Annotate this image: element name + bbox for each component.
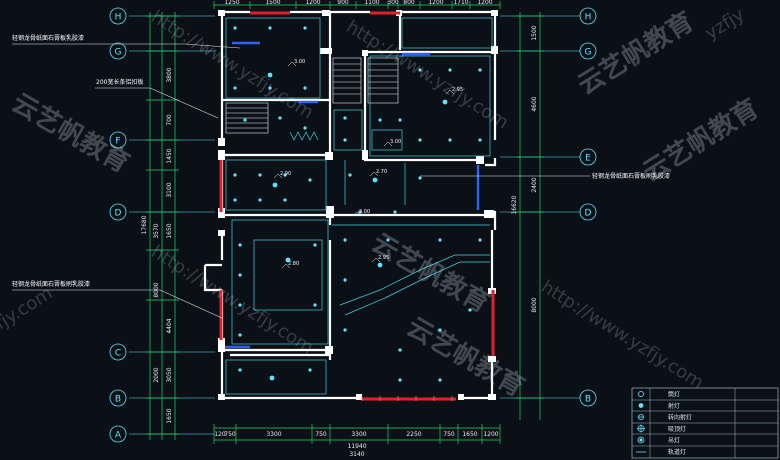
left-dim-4: 3100	[166, 182, 173, 197]
left-dim-10: 3050	[166, 367, 173, 382]
left-dim-8: 4404	[166, 318, 173, 333]
legend-icons	[636, 390, 646, 453]
bottom-total-2: 3140	[349, 451, 364, 458]
window-mullions	[361, 396, 453, 401]
right-dim-1: 1500	[531, 25, 538, 40]
leader-lines	[12, 43, 590, 319]
top-dim-3: 1200	[305, 0, 320, 6]
left-dim-3: 1450	[166, 148, 173, 163]
legend-label-1: 筒灯	[668, 391, 680, 399]
left-dim-9: 2000	[153, 367, 160, 382]
level-label-1: 3.00	[294, 59, 305, 65]
watermark-brand-2: 云艺帆教育	[7, 87, 135, 179]
top-dim-5: 1100	[364, 0, 379, 6]
level-label-2: 2.95	[452, 87, 463, 93]
level-label-7: 2.95	[378, 255, 389, 261]
legend-label-2: 射灯	[668, 402, 680, 410]
left-dim-7: 8000	[153, 282, 160, 297]
bottom-dim-7: 750	[443, 431, 455, 438]
grid-axis-right-b: B	[585, 395, 591, 405]
top-dim-6: 300	[387, 0, 399, 6]
grid-axis-right-h: H	[585, 13, 592, 23]
grid-axis-left-c: C	[115, 349, 121, 359]
level-label-5: 3.00	[359, 209, 370, 215]
note-gypsum-top: 轻钢龙骨纸面石膏板乳胶漆	[12, 34, 84, 42]
left-dim-11: 1650	[166, 408, 173, 423]
level-label-6: 2.80	[288, 261, 299, 267]
level-label-4: 2.70	[376, 169, 387, 175]
top-dim-7: 800	[403, 0, 415, 6]
watermark-url-1: http://www.yzfjy.com	[147, 6, 317, 123]
top-dim-1: 1250	[224, 0, 239, 6]
bottom-dim-3: 3300	[266, 431, 281, 438]
ceiling-lamp-icon	[637, 424, 645, 433]
bottom-dim-5: 3300	[351, 431, 366, 438]
right-dim-3: 2400	[531, 177, 538, 192]
legend-table	[631, 387, 779, 459]
legend-label-6: 轨道灯	[668, 448, 686, 456]
bottom-dim-6: 2250	[406, 431, 421, 438]
right-total: 16620	[511, 195, 518, 214]
note-gypsum-right: 轻钢龙骨纸面石膏板刷乳胶漆	[592, 172, 670, 180]
downlight-icon	[638, 390, 645, 397]
doors	[225, 41, 480, 349]
bottom-dim-4: 750	[315, 431, 327, 438]
light-fixtures	[233, 26, 482, 382]
watermark-brand-4: 云艺帆教育	[402, 311, 530, 403]
level-markers	[273, 61, 455, 269]
staircase-left	[225, 102, 269, 134]
legend-label-3: 转向射灯	[668, 414, 692, 422]
bottom-total: 11940	[347, 443, 366, 450]
left-dim-1: 3800	[166, 67, 173, 82]
adjustable-spotlight-icon	[638, 413, 645, 420]
left-dim-2: 700	[166, 114, 173, 126]
watermark-brand-3: 云艺帆教育	[367, 227, 495, 319]
grid-axis-left-b: B	[115, 395, 121, 405]
grid-axis-left-g: G	[115, 48, 122, 58]
note-gypsum-left: 轻钢龙骨纸面石膏板刷乳胶漆	[12, 280, 90, 288]
windows	[219, 11, 495, 401]
grid-axis-right-g: G	[585, 48, 592, 58]
level-label-8: 3.00	[390, 139, 401, 145]
right-dim-4: 8000	[531, 297, 538, 312]
pendant-lamp-icon	[637, 436, 645, 444]
watermark-url-3: http://www.yzfjy.com	[537, 276, 707, 393]
bottom-dim-1: 120	[214, 431, 226, 438]
bottom-dim-2: 750	[224, 431, 236, 438]
top-dim-9: 1710	[453, 0, 468, 6]
watermark-dotcom: fjy.com	[0, 283, 57, 335]
right-dim-2: 4600	[531, 96, 538, 111]
legend-label-4: 吸顶灯	[668, 425, 686, 433]
spotlight-icon	[638, 403, 644, 408]
level-label-3: 2.90	[280, 171, 291, 177]
legend-label-5: 吊灯	[668, 437, 680, 445]
grid-axis-left-f: F	[115, 137, 120, 147]
top-dim-10: 1200	[477, 0, 492, 6]
watermark-short: yzfjy	[702, 4, 749, 44]
grid-axis-left-a: A	[115, 431, 122, 441]
left-total: 17680	[141, 215, 148, 234]
watermark-brand-5: 云艺帆教育	[637, 93, 764, 188]
grid-bubbles-left	[109, 7, 127, 443]
staircase-upper	[332, 57, 399, 104]
dimension-lines	[146, 1, 544, 444]
note-aluminum-strip: 200宽长条铝扣板	[96, 78, 143, 86]
grid-bubbles-right	[579, 7, 597, 407]
grid-axis-left-h: H	[115, 13, 122, 23]
grid-axis-right-d: D	[585, 209, 592, 219]
top-dim-4: 900	[337, 0, 349, 6]
left-dim-5: 1650	[166, 223, 173, 238]
top-dim-2: 1500	[265, 0, 280, 6]
top-dim-8: 1200	[428, 0, 443, 6]
ceiling-outlines	[225, 17, 493, 395]
bottom-dim-9: 1200	[483, 431, 498, 438]
bottom-dim-8: 1650	[462, 431, 477, 438]
left-dim-6: 3570	[153, 223, 160, 238]
grid-axis-left-d: D	[115, 209, 122, 219]
grid-axis-right-e: E	[585, 154, 591, 164]
